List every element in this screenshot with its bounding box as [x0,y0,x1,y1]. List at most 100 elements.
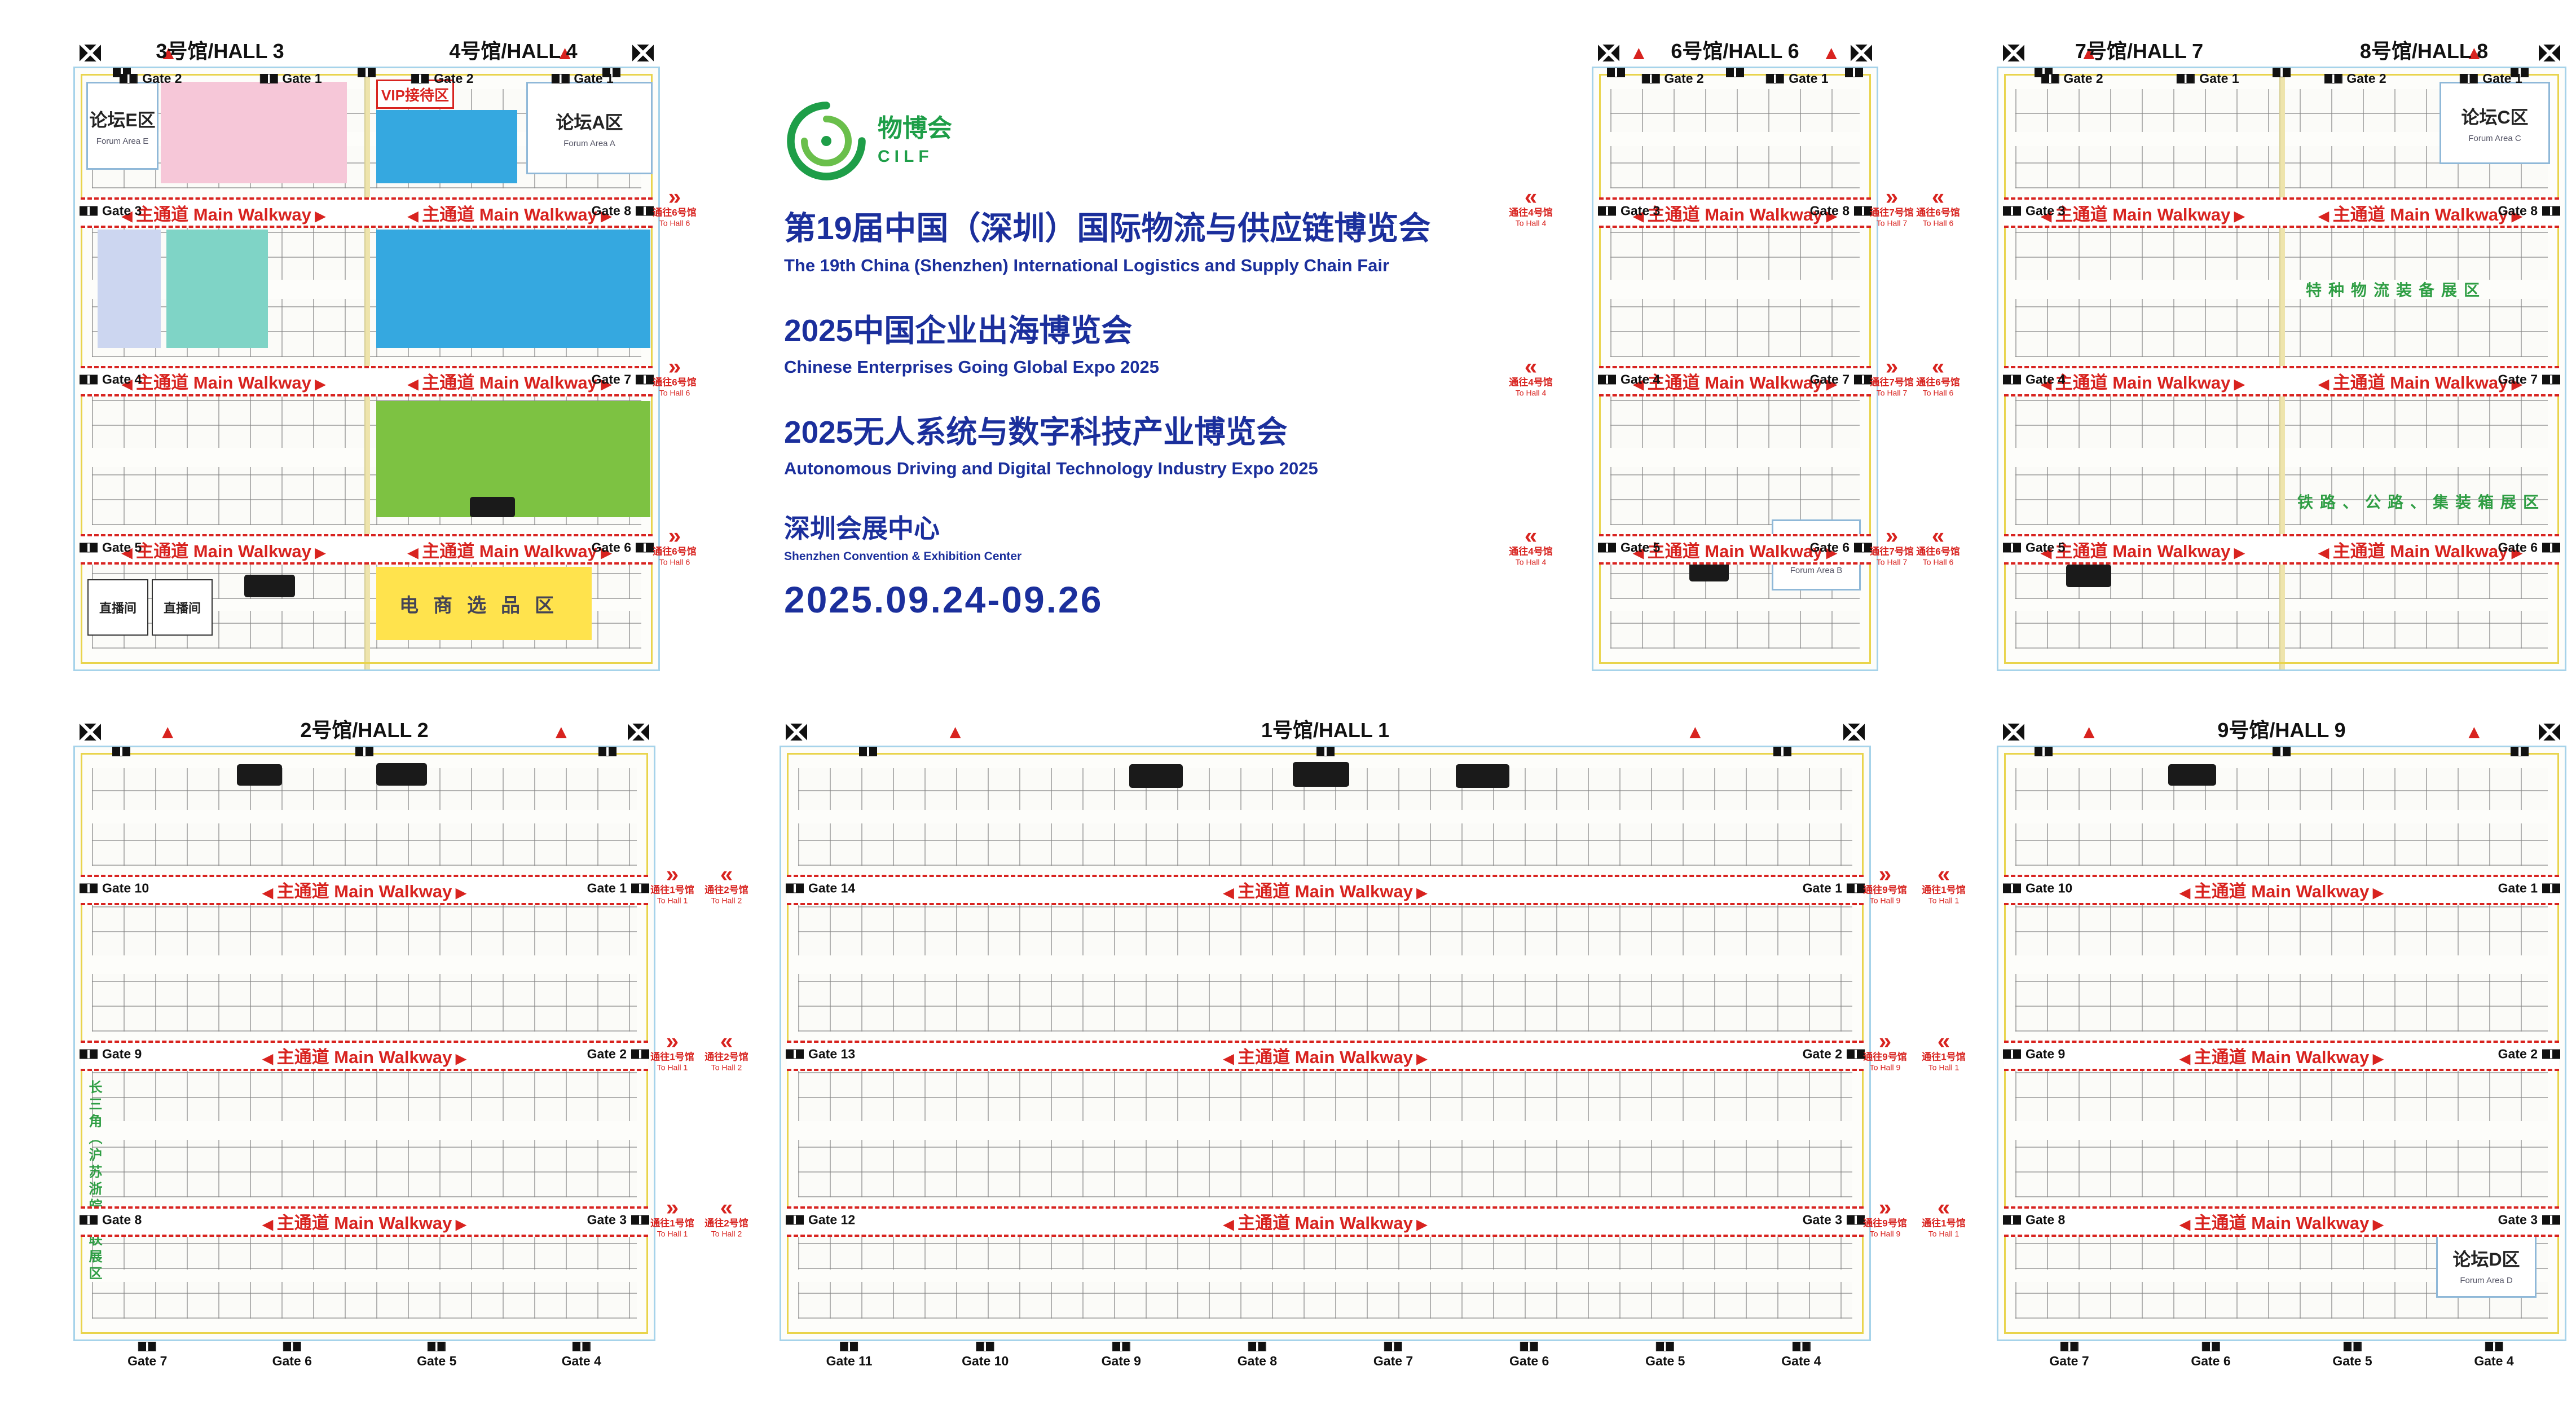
main-walkway: 主通道 Main Walkway主通道 Main Walkway [2004,197,2559,228]
transfer-label-cn: 通往4号馆 [1509,377,1553,388]
main-walkway-label: 主通道 Main Walkway [263,1043,466,1068]
transfer-label-en: To Hall 9 [1869,1229,1901,1239]
hall-9-titles: 9号馆/HALL 9 [1997,714,2566,743]
live-stream-room: 直播间 [87,579,148,636]
transfer-label-cn: 通往1号馆 [1922,1218,1966,1229]
gate-label: Gate 1 [2482,71,2522,86]
expo2-title-cn: 2025中国企业出海博览会 [784,313,1133,348]
door-icon [976,1342,994,1351]
hall-3-4-area: 论坛E区 Forum Area E VIP接待区 论坛A区 Forum Area… [73,42,660,671]
door-icon [1844,68,1863,77]
transfer-label-cn: 通往7号馆 [1870,207,1914,218]
rail-road-container-zone-label: 铁路、公路、集装箱展区 [2297,493,2546,511]
transfer-label-en: To Hall 2 [711,1063,742,1072]
door-icon [2201,1342,2220,1351]
gate: Gate 7 [592,372,654,387]
gate-label: Gate 14 [808,880,856,896]
transfer-label-cn: 通往6号馆 [653,377,697,388]
main-walkway-label: 主通道 Main Walkway [1633,368,1837,394]
gate: Gate 1 [551,71,614,86]
gate: Gate 2 [2498,1046,2560,1061]
event-dates: 2025.09.24-09.26 [784,579,1103,620]
stairs-icon [1598,45,1619,61]
gate-label: Gate 6 [2498,540,2538,555]
door-icon [138,1342,157,1351]
gate: Gate 4 [80,372,142,387]
transfer-label-en: To Hall 7 [1876,557,1908,567]
gate-label: Gate 11 [826,1354,873,1368]
transfer-arrow-icon: « [1524,523,1538,549]
gate-label: Gate 1 [1802,880,1842,896]
gate: Gate 2 [120,71,182,86]
stairs-icon [2003,45,2024,61]
transfer-arrow-icon: » [666,1195,679,1220]
entry-arrow-icon: ▲ [1821,42,1841,64]
gate-label: Gate 6 [1809,540,1850,555]
door-icon [786,883,804,893]
booth-grid [1610,390,1860,526]
cyan-booth-zone [166,230,268,348]
gate: Gate 5 [80,540,142,556]
expo3-title-cn: 2025无人系统与数字科技产业博览会 [784,415,1288,450]
main-walkway-label: 主通道 Main Walkway [122,537,325,562]
main-walkway-label: 主通道 Main Walkway [2041,200,2245,226]
gate-label: Gate 4 [561,1354,601,1368]
transfer-label-cn: 通往6号馆 [1916,377,1960,388]
gate: Gate 5 [1645,1342,1685,1369]
forum-area-b-sublabel: Forum Area B [1790,565,1843,575]
door-icon [551,74,570,83]
transfer-label-en: To Hall 2 [711,1229,742,1239]
door-icon [358,68,376,77]
gate-label: Gate 2 [1802,1046,1842,1061]
gate: Gate 8 [1238,1342,1277,1369]
gate: Gate 1 [2498,880,2560,896]
door-icon [2542,543,2560,553]
gate-label: Gate 1 [574,71,614,86]
main-walkway-label: 主通道 Main Walkway [1633,537,1837,562]
hall-7-8-titles: 7号馆/HALL 7 8号馆/HALL 8 [1997,35,2566,64]
gate: Gate 7 [1810,372,1872,387]
gate-label: Gate 9 [2025,1046,2066,1061]
transfer-arrow-icon: « [720,862,733,887]
gate-label: Gate 4 [2474,1354,2514,1368]
door-icon [2343,1342,2362,1351]
stairs-icon [632,45,654,61]
ecommerce-selection-zone: 电商选品区 [376,567,592,640]
logo-name-en: CILF [878,147,933,166]
gate: Gate 11 [826,1342,873,1369]
transfer-arrow-icon: » [666,862,679,887]
gate-label: Gate 1 [587,880,627,896]
booth-grid [798,898,1852,1032]
vehicle-icon [1455,764,1509,788]
gate-label: Gate 3 [2025,203,2066,218]
transfer-arrow-icon: » [1885,184,1899,210]
gate-label: Gate 8 [1809,203,1850,218]
door-icon [120,74,138,83]
main-walkway: 主通道 Main Walkway主通道 Main Walkway [2004,365,2559,396]
transfer-label-cn: 通往6号馆 [1916,207,1960,218]
transfer-label-cn: 通往6号馆 [653,546,697,557]
door-icon [859,747,878,756]
transfer-label-cn: 通往2号馆 [704,1051,748,1063]
door-icon [2542,206,2560,216]
special-equipment-zone-label: 特种物流装备展区 [2306,281,2487,299]
forum-area-a-label: 论坛A区 [556,112,623,133]
gate-label: Gate 2 [2498,1046,2538,1061]
transfer-label-cn: 通往4号馆 [1509,546,1553,557]
door-icon [2542,374,2560,385]
gate-label: Gate 13 [808,1046,856,1061]
transfer-label-en: To Hall 9 [1869,896,1901,905]
door-icon [572,1342,591,1351]
gate: Gate 7 [2049,1342,2089,1369]
main-walkway-label: 主通道 Main Walkway [122,200,325,226]
stairs-icon [2539,724,2560,741]
door-icon [1248,1342,1266,1351]
live-room-label: 直播间 [99,601,136,615]
expo2-title-en: Chinese Enterprises Going Global Expo 20… [784,357,1159,377]
door-icon [283,1342,301,1351]
transfer-arrow-icon: « [1937,862,1950,887]
